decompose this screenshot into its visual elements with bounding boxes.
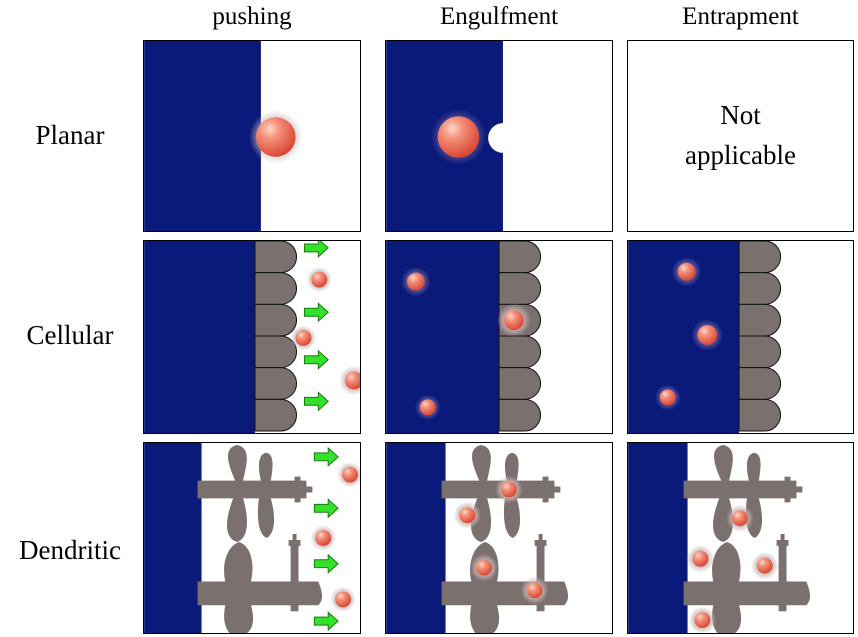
dendritic-engulfment-drawing	[386, 443, 569, 633]
particle	[345, 371, 360, 390]
panel-planar-pushing	[143, 40, 361, 232]
particle	[476, 559, 493, 576]
cells	[738, 241, 782, 432]
panel-dendritic-engulfment	[385, 442, 613, 634]
particle	[311, 271, 328, 288]
particle	[692, 550, 709, 567]
panel-cellular-entrapment	[627, 240, 854, 434]
not-applicable-line2: applicable	[685, 140, 796, 170]
row-label-cellular: Cellular	[26, 320, 114, 350]
planar-engulfment-drawing	[386, 41, 503, 231]
particle	[697, 325, 718, 345]
arrows	[313, 446, 339, 632]
particle	[437, 116, 480, 158]
panel-cellular-pushing	[143, 240, 361, 434]
particle	[459, 507, 476, 524]
column-header-entrapment: Entrapment	[682, 3, 799, 30]
planar-pushing-drawing	[144, 41, 303, 231]
particle	[756, 557, 773, 574]
particle	[500, 481, 517, 498]
dendritic-entrapment-drawing	[628, 443, 811, 633]
particle	[255, 117, 296, 157]
particle	[315, 530, 332, 546]
solid-region	[144, 241, 255, 433]
solid-region	[628, 443, 688, 633]
panel-cellular-engulfment	[385, 240, 613, 434]
panel-planar-engulfment	[385, 40, 613, 232]
cellular-engulfment-drawing	[386, 241, 542, 433]
arrows	[303, 241, 329, 412]
column-header-engulfment: Engulfment	[439, 3, 559, 30]
solid-region	[386, 241, 499, 433]
cells	[254, 241, 298, 432]
particle	[694, 612, 711, 629]
solid-region	[144, 443, 202, 633]
particle	[677, 262, 696, 281]
dendrites	[683, 444, 811, 633]
dendrites	[441, 444, 569, 633]
particle	[342, 466, 358, 483]
cellular-entrapment-drawing	[628, 241, 782, 433]
particle	[503, 310, 524, 331]
particle	[659, 389, 676, 406]
row-label-dendritic: Dendritic	[19, 535, 121, 565]
dendrites	[197, 444, 323, 633]
row-label-planar: Planar	[35, 120, 105, 150]
solid-region	[386, 443, 446, 633]
particle	[732, 510, 748, 527]
particle	[419, 399, 436, 416]
column-header-pushing: pushing	[212, 3, 292, 30]
dendritic-pushing-drawing	[144, 443, 360, 633]
solid-region	[144, 41, 261, 231]
particle	[295, 330, 312, 346]
not-applicable-line1: Not	[720, 100, 761, 130]
panel-planar-entrapment: Not applicable	[627, 40, 854, 232]
panel-dendritic-pushing	[143, 442, 361, 634]
particle	[526, 582, 543, 599]
cells	[498, 241, 542, 432]
particle	[406, 272, 425, 291]
cellular-pushing-drawing	[144, 241, 360, 433]
panel-dendritic-entrapment	[627, 442, 854, 634]
particle	[335, 591, 351, 608]
